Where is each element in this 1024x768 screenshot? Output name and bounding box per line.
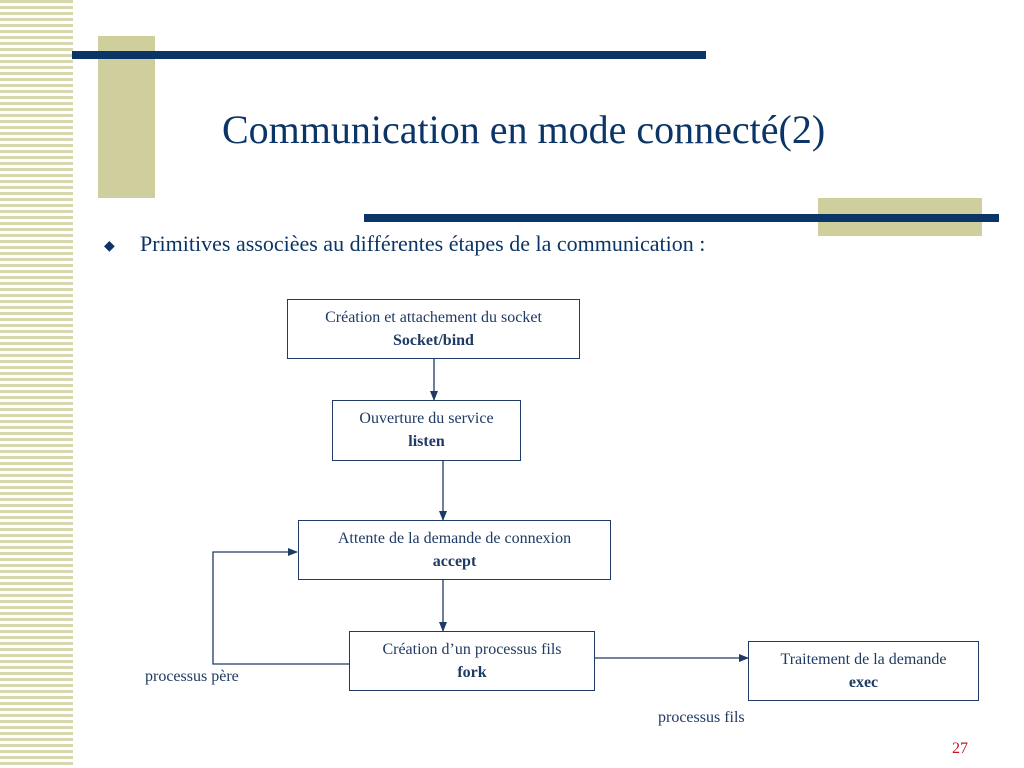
- step-label: Attente de la demande de connexion: [337, 530, 572, 547]
- mid-navy-line: [364, 214, 999, 222]
- step-box-fork: Création d’un processus fils fork: [349, 631, 595, 691]
- left-stripe-decoration: [0, 0, 73, 768]
- diamond-bullet-icon: ◆: [104, 239, 115, 254]
- step-command: fork: [457, 664, 487, 681]
- step-label: Création d’un processus fils: [382, 641, 562, 658]
- slide-title: Communication en mode connecté(2): [222, 107, 826, 152]
- top-olive-block: [98, 36, 155, 198]
- step-box-socket-bind: Création et attachement du socket Socket…: [287, 299, 580, 359]
- page-number: 27: [952, 740, 968, 757]
- step-command: exec: [848, 674, 879, 691]
- arrow-fork-loop-to-accept: [212, 548, 349, 665]
- label-child-process: processus fils: [658, 709, 745, 726]
- step-box-accept: Attente de la demande de connexion accep…: [298, 520, 611, 580]
- step-label: Création et attachement du socket: [325, 309, 542, 326]
- step-command: accept: [432, 553, 477, 570]
- step-command: Socket/bind: [393, 332, 474, 349]
- top-navy-line: [72, 51, 706, 59]
- step-label: Traitement de la demande: [780, 651, 947, 668]
- step-box-listen: Ouverture du service listen: [332, 400, 521, 461]
- bullet-text: Primitives associèes au différentes étap…: [140, 231, 706, 256]
- step-box-exec: Traitement de la demande exec: [748, 641, 979, 701]
- label-parent-process: processus père: [145, 668, 239, 685]
- step-label: Ouverture du service: [359, 410, 494, 427]
- step-command: listen: [408, 433, 445, 450]
